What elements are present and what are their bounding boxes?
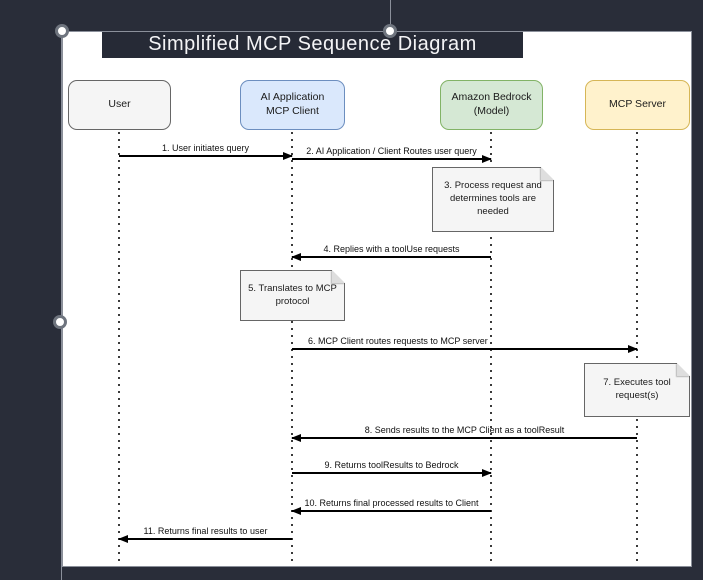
- message-6[interactable]: 6. MCP Client routes requests to MCP ser…: [292, 336, 638, 353]
- message-label: 1. User initiates query: [161, 142, 250, 153]
- note-text: 5. Translates to MCP protocol: [248, 282, 337, 307]
- arrowhead: [628, 345, 638, 353]
- selection-handle-top-center[interactable]: [383, 24, 397, 38]
- arrowhead: [482, 469, 492, 477]
- arrowhead: [118, 535, 128, 543]
- diagram-title-bar[interactable]: Simplified MCP Sequence Diagram: [102, 31, 523, 58]
- selection-guide-horizontal: [62, 31, 692, 32]
- message-1[interactable]: 1. User initiates query: [119, 143, 293, 160]
- actor-label: AI Application MCP Client: [260, 91, 325, 117]
- message-8[interactable]: 8. Sends results to the MCP Client as a …: [291, 425, 637, 442]
- selection-handle-middle-left[interactable]: [53, 315, 67, 329]
- message-label: 2. AI Application / Client Routes user q…: [306, 145, 477, 156]
- selection-guide-vertical-left: [61, 31, 62, 580]
- page-title: Simplified MCP Sequence Diagram: [148, 33, 477, 55]
- note-process-request[interactable]: 3. Process request and determines tools …: [432, 167, 554, 232]
- message-label: 6. MCP Client routes requests to MCP ser…: [308, 335, 488, 346]
- actor-amazon-bedrock[interactable]: Amazon Bedrock (Model): [440, 80, 543, 130]
- message-2[interactable]: 2. AI Application / Client Routes user q…: [292, 146, 492, 163]
- message-label: 11. Returns final results to user: [143, 525, 268, 536]
- note-text: 7. Executes tool request(s): [603, 377, 671, 401]
- message-label: 8. Sends results to the MCP Client as a …: [364, 424, 565, 435]
- actor-label: MCP Server: [609, 98, 666, 111]
- message-10[interactable]: 10. Returns final processed results to C…: [291, 498, 491, 515]
- message-label: 4. Replies with a toolUse requests: [323, 243, 460, 254]
- lifeline-user[interactable]: [118, 132, 120, 564]
- actor-label: Amazon Bedrock (Model): [451, 91, 532, 117]
- arrowhead: [283, 152, 293, 160]
- actor-label: User: [108, 98, 131, 111]
- actor-mcp-server[interactable]: MCP Server: [585, 80, 690, 130]
- note-text: 3. Process request and determines tools …: [444, 180, 542, 217]
- message-label: 9. Returns toolResults to Bedrock: [324, 459, 459, 470]
- message-4[interactable]: 4. Replies with a toolUse requests: [291, 244, 491, 261]
- message-9[interactable]: 9. Returns toolResults to Bedrock: [292, 460, 492, 477]
- arrowhead: [482, 155, 492, 163]
- arrowhead: [291, 434, 301, 442]
- actor-ai-application[interactable]: AI Application MCP Client: [240, 80, 345, 130]
- selection-guide-vertical-top: [390, 0, 391, 31]
- arrowhead: [291, 253, 301, 261]
- note-translates-mcp[interactable]: 5. Translates to MCP protocol: [240, 270, 345, 321]
- message-11[interactable]: 11. Returns final results to user: [118, 526, 292, 543]
- selection-handle-top-left[interactable]: [55, 24, 69, 38]
- actor-user[interactable]: User: [68, 80, 171, 130]
- message-label: 10. Returns final processed results to C…: [304, 497, 479, 508]
- note-executes-tool[interactable]: 7. Executes tool request(s): [584, 363, 690, 417]
- arrowhead: [291, 507, 301, 515]
